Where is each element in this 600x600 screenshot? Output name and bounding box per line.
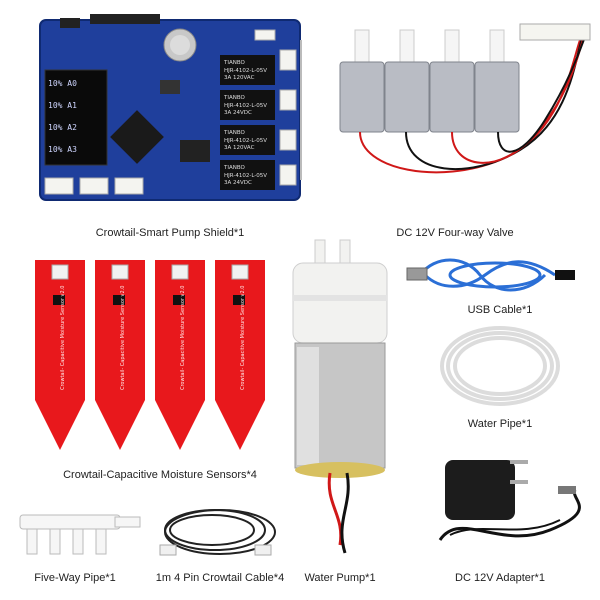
water-pump-image [292, 239, 388, 554]
relay-rating-ac: 3A 120VAC [224, 75, 255, 81]
caption-adapter: DC 12V Adapter*1 [455, 572, 545, 584]
caption-five-way-pipe: Five-Way Pipe*1 [34, 572, 116, 584]
caption-pump-shield: Crowtail-Smart Pump Shield*1 [95, 227, 245, 239]
relay-group [220, 55, 275, 190]
caption-usb-cable: USB Cable*1 [467, 304, 533, 316]
display-line-1: 10% A0 [48, 79, 77, 88]
five-way-pipe-image [19, 514, 141, 555]
display-line-2: 10% A1 [48, 101, 77, 110]
relay-rating-dc: 3A 24VDC [224, 110, 252, 116]
caption-moisture-sensors: Crowtail-Capacitive Moisture Sensors*4 [63, 469, 257, 481]
moisture-sensor [215, 260, 265, 450]
water-pipe-image [440, 326, 560, 406]
crowtail-cable-image [159, 509, 276, 556]
caption-crowtail-cable: 1m 4 Pin Crowtail Cable*4 [155, 572, 285, 584]
moisture-sensor [95, 260, 145, 450]
sensor-label: Crowtail- Capacitive Moisture Sensor v2.… [60, 286, 66, 390]
relay-model: HJR-4102-L-05V [224, 103, 267, 109]
relay-brand: TIANBO [223, 165, 246, 171]
relay-model: HJR-4102-L-05V [224, 138, 267, 144]
caption-water-pipe: Water Pipe*1 [467, 418, 533, 430]
display-line-4: 10% A3 [48, 145, 77, 154]
smart-pump-shield-image: 10% A0 10% A1 10% A2 10% A3 TIANBO HJR-4… [39, 14, 302, 201]
moisture-sensor [155, 260, 205, 450]
moisture-sensor [35, 260, 85, 450]
relay-rating-dc: 3A 24VDC [224, 180, 252, 186]
sensor-label: Crowtail- Capacitive Moisture Sensor v2.… [180, 286, 186, 390]
relay-brand: TIANBO [223, 60, 246, 66]
relay-brand: TIANBO [223, 95, 246, 101]
relay-rating-ac: 3A 120VAC [224, 145, 255, 151]
dc-adapter-image [438, 460, 581, 541]
caption-water-pump: Water Pump*1 [304, 572, 376, 584]
sensor-label: Crowtail- Capacitive Moisture Sensor v2.… [120, 286, 126, 390]
relay-brand: TIANBO [223, 130, 246, 136]
moisture-sensors-image: Crowtail- Capacitive Moisture Sensor v2.… [35, 260, 265, 450]
relay-model: HJR-4102-L-05V [224, 173, 267, 179]
sensor-label: Crowtail- Capacitive Moisture Sensor v2.… [240, 286, 246, 390]
caption-valve: DC 12V Four-way Valve [396, 227, 514, 239]
relay-model: HJR-4102-L-05V [224, 68, 267, 74]
four-way-valve-image [339, 23, 591, 174]
usb-cable-image [406, 258, 575, 292]
display-line-3: 10% A2 [48, 123, 77, 132]
